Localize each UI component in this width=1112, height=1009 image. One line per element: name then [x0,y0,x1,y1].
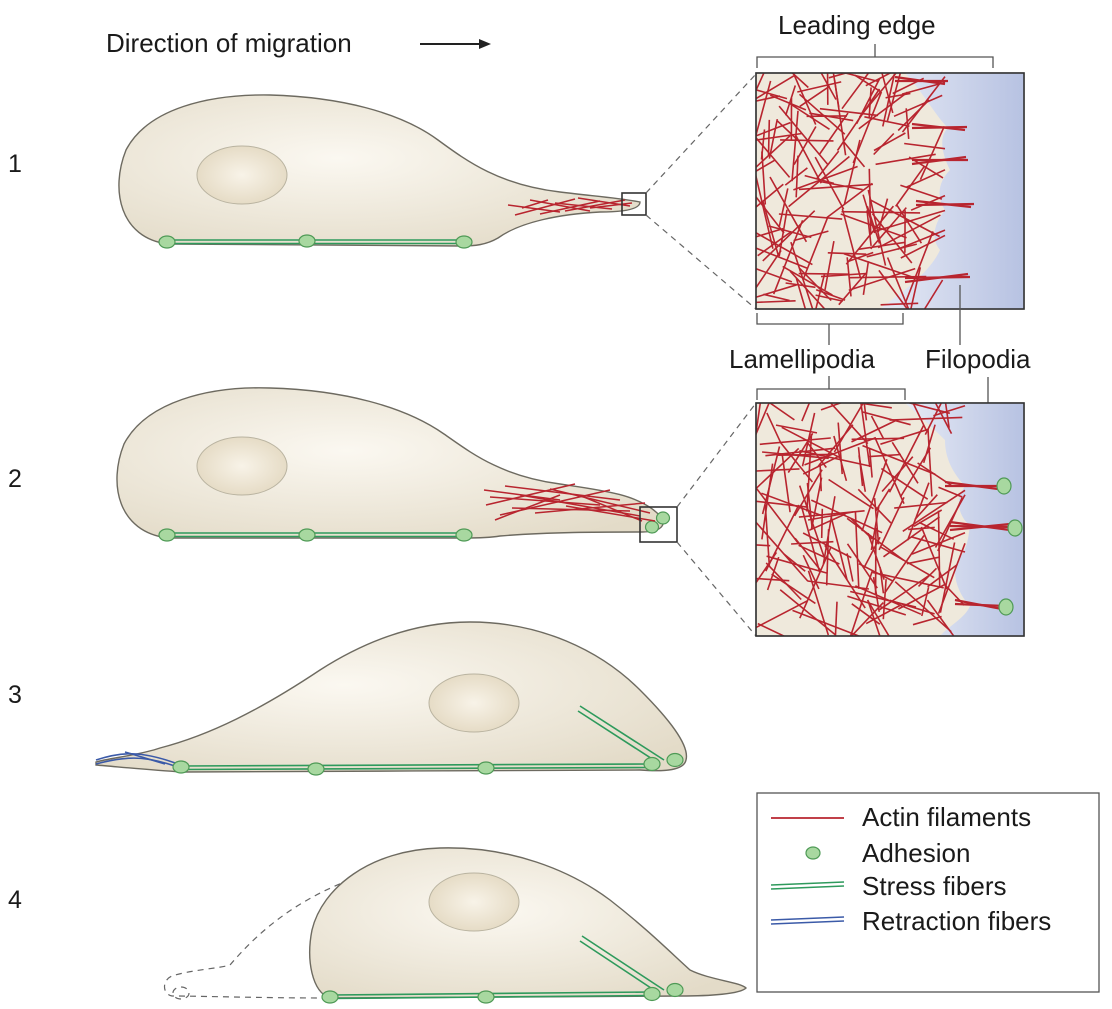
legend-stress-label: Stress fibers [862,871,1007,901]
legend-adhesion-swatch [806,847,820,859]
cell-3-nucleus [429,674,519,732]
cell-1 [119,95,646,248]
cell-3-body [96,622,686,772]
lamellipodia-label: Lamellipodia [729,344,876,374]
cell-4-body [310,848,746,998]
cell-2-nucleus [197,437,287,495]
cell-1-nucleus [197,146,287,204]
leading-edge-label: Leading edge [778,10,936,40]
legend-retraction-label: Retraction fibers [862,906,1051,936]
direction-of-migration-label: Direction of migration [106,28,352,58]
direction-arrow [420,39,491,49]
legend-adhesion-label: Adhesion [862,838,970,868]
step-4-label: 4 [8,886,22,914]
step-2-label: 2 [8,465,22,493]
cell-4-previous-adhesion [173,987,189,999]
zoom-panel-2 [737,378,1024,656]
actin-filament [777,454,831,455]
cell-4 [165,848,747,1003]
legend-actin-label: Actin filaments [862,802,1031,832]
actin-filament [820,463,821,491]
step-3-label: 3 [8,681,22,709]
zoom-1-guide-bottom [646,215,756,309]
cell-3 [96,622,686,775]
cell-2 [117,388,677,542]
legend: Actin filaments Adhesion Stress fibers R… [757,793,1099,992]
zoom-panel-1 [728,46,1024,335]
step-1-label: 1 [8,150,22,178]
cell-4-nucleus [429,873,519,931]
leading-edge-bracket [757,44,993,68]
zoom-2-guide-top [677,403,756,507]
actin-filament [799,274,850,275]
filopodia-label: Filopodia [925,344,1031,374]
zoom-1-guide-top [646,74,756,193]
zoom-2-guide-bottom [677,542,756,636]
lamellipodia-bracket-bottom [757,376,905,400]
actin-filament [852,438,905,439]
actin-filament [822,509,823,538]
lamellipodia-bracket-top [757,313,903,345]
